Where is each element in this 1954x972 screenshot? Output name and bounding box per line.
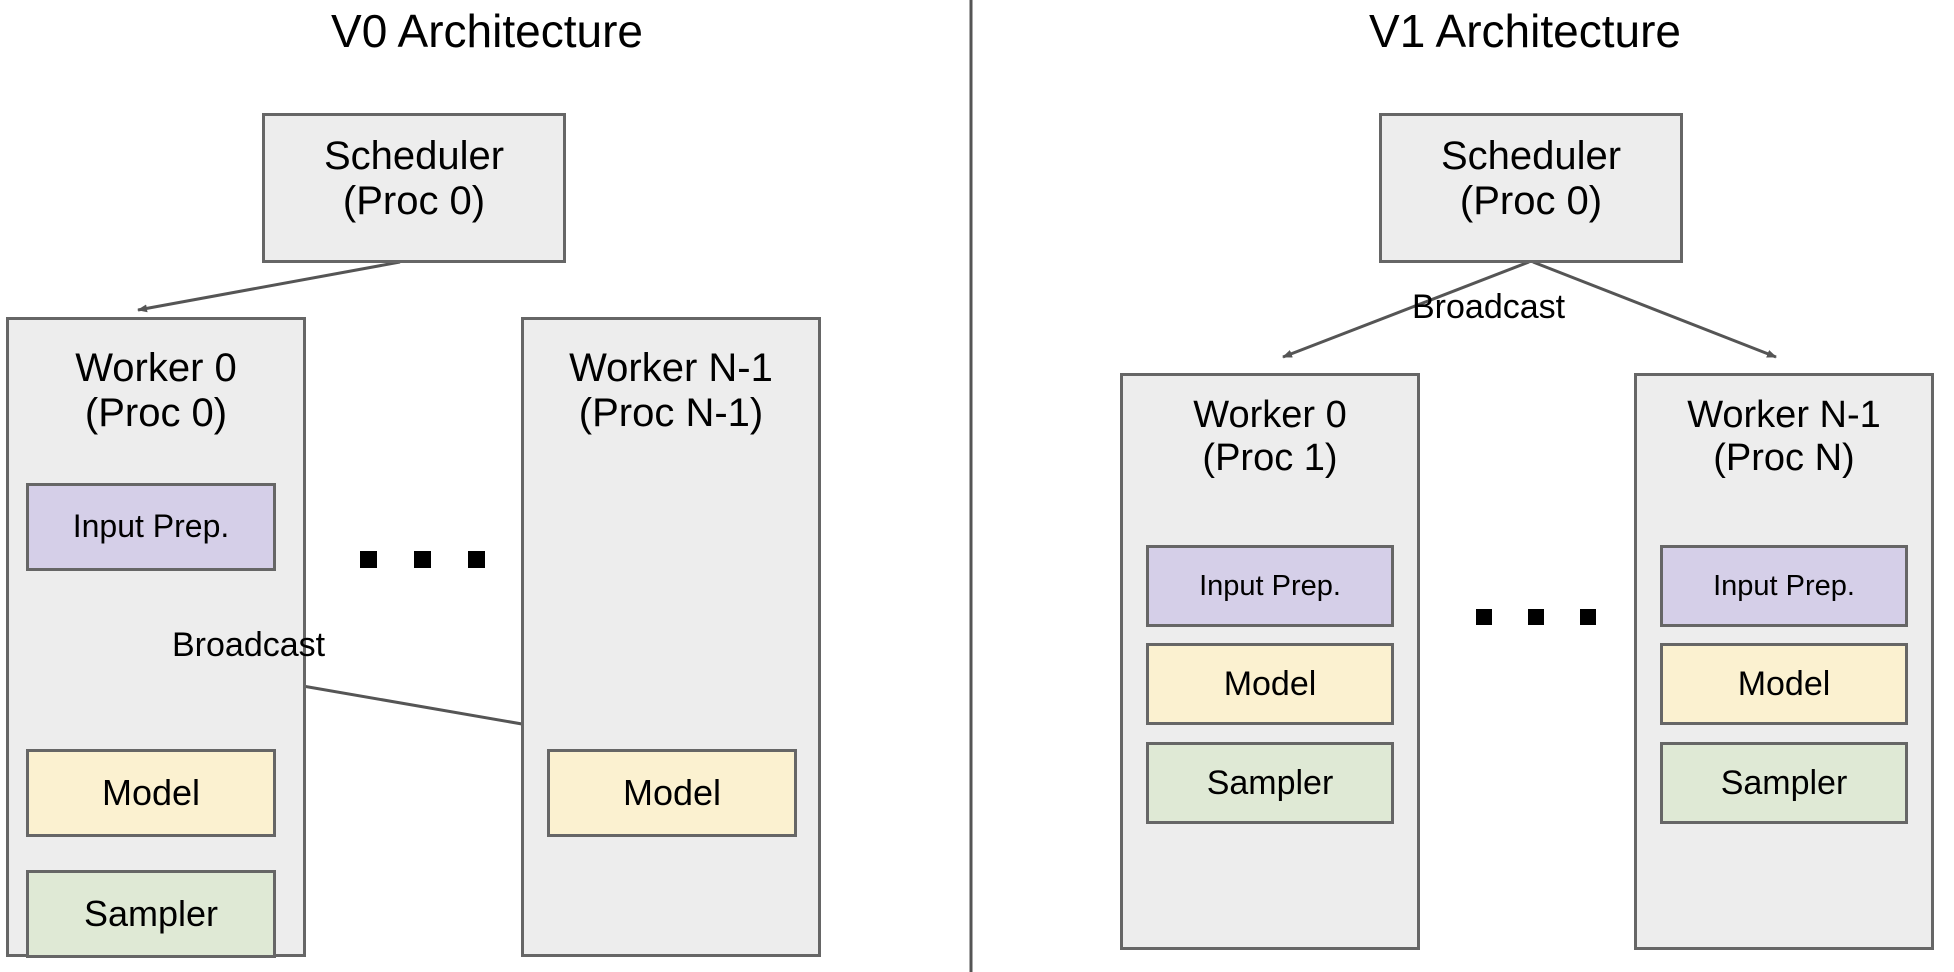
- v0-worker-0-input-prep-label: Input Prep.: [72, 508, 230, 545]
- v0-worker-n1-box[interactable]: Worker N-1 (Proc N-1): [521, 317, 821, 957]
- v1-worker-n1-input-prep-label: Input Prep.: [1713, 569, 1855, 602]
- v1-worker-n1-sampler-label: Sampler: [1720, 763, 1848, 802]
- v0-scheduler-line2: (Proc 0): [342, 178, 486, 223]
- v0-broadcast-label: Broadcast: [172, 626, 326, 664]
- panel-title-v1: V1 Architecture: [1369, 5, 1681, 57]
- v0-worker-0-line1: Worker 0: [75, 346, 237, 390]
- v0-worker-0-model-label: Model: [101, 771, 201, 813]
- v1-worker-0-line2: (Proc 1): [1202, 436, 1338, 479]
- v1-worker-0-input-prep-label: Input Prep.: [1199, 569, 1341, 602]
- v1-broadcast-label: Broadcast: [1412, 288, 1566, 326]
- v1-scheduler-box[interactable]: Scheduler (Proc 0): [1379, 113, 1683, 263]
- v1-worker-n1-line1: Worker N-1: [1687, 394, 1881, 436]
- v1-worker-0-input-prep-box[interactable]: Input Prep.: [1146, 545, 1394, 627]
- v1-worker-0-model-label: Model: [1223, 664, 1317, 703]
- v0-worker-0-sampler-box[interactable]: Sampler: [26, 870, 276, 958]
- v1-scheduler-line1: Scheduler: [1440, 134, 1622, 178]
- v0-worker-0-input-prep-box[interactable]: Input Prep.: [26, 483, 276, 571]
- v0-worker-n1-line1: Worker N-1: [569, 346, 773, 390]
- v1-worker-n1-model-label: Model: [1737, 664, 1831, 703]
- v1-ellipsis: [1476, 609, 1596, 625]
- v1-scheduler-line2: (Proc 0): [1459, 178, 1603, 223]
- v0-scheduler-line1: Scheduler: [323, 134, 505, 178]
- v1-worker-n1-line2: (Proc N): [1713, 436, 1855, 479]
- v1-worker-0-line1: Worker 0: [1193, 394, 1347, 436]
- v0-worker-0-line2: (Proc 0): [84, 390, 228, 435]
- v0-worker-n1-model-label: Model: [622, 771, 722, 813]
- v1-worker-n1-input-prep-box[interactable]: Input Prep.: [1660, 545, 1908, 627]
- panel-title-v0: V0 Architecture: [331, 5, 643, 57]
- v0-scheduler-box[interactable]: Scheduler (Proc 0): [262, 113, 566, 263]
- v0-worker-0-model-box[interactable]: Model: [26, 749, 276, 837]
- v1-worker-0-model-box[interactable]: Model: [1146, 643, 1394, 725]
- v1-worker-0-sampler-box[interactable]: Sampler: [1146, 742, 1394, 824]
- v1-edge-scheduler-to-workern1: [1532, 260, 1777, 359]
- v0-worker-0-box[interactable]: Worker 0 (Proc 0): [6, 317, 306, 957]
- v1-worker-n1-sampler-box[interactable]: Sampler: [1660, 742, 1908, 824]
- v1-worker-0-sampler-label: Sampler: [1206, 763, 1334, 802]
- v0-worker-0-sampler-label: Sampler: [83, 892, 219, 934]
- v0-edge-scheduler-to-worker0: [137, 260, 401, 313]
- v0-worker-n1-model-box[interactable]: Model: [547, 749, 797, 837]
- v0-ellipsis: [360, 551, 485, 568]
- v1-worker-n1-model-box[interactable]: Model: [1660, 643, 1908, 725]
- v0-worker-n1-line2: (Proc N-1): [578, 390, 764, 435]
